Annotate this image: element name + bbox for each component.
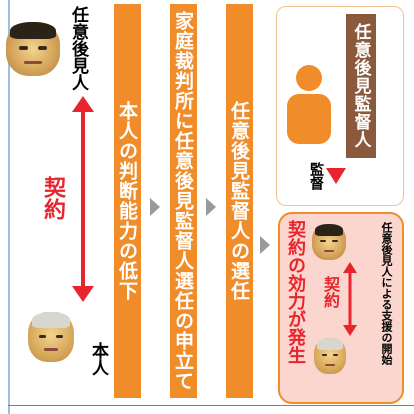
- step-bar-1: 本人の判断能力の低下: [114, 4, 141, 398]
- outcome-support-label: 任意後見人による支援の開始: [380, 222, 393, 365]
- outcome-title: 契約の効力が発生: [285, 220, 306, 364]
- supervisor-label-box: 任意後見監督人: [346, 14, 376, 158]
- outcome-contract-arrow: [343, 262, 357, 336]
- contract-label: 契約: [40, 176, 65, 220]
- outcome-guardian-face-icon: [312, 224, 346, 260]
- frame-left-line: [8, 0, 10, 414]
- step-bar-1-text: 本人の判断能力の低下: [116, 101, 138, 301]
- supervisor-label: 任意後見監督人: [350, 23, 371, 149]
- contract-double-arrow: [72, 96, 94, 302]
- step-arrow-3: [260, 236, 270, 254]
- step-arrow-2: [206, 198, 216, 216]
- step-bar-3: 任意後見監督人の選任: [226, 4, 253, 398]
- supervise-label: 監督: [308, 162, 324, 190]
- guardian-face-icon: [6, 22, 60, 76]
- supervise-arrow: [326, 168, 346, 184]
- step-bar-3-text: 任意後見監督人の選任: [228, 101, 250, 301]
- supervisor-box: [276, 6, 404, 206]
- principal-face-icon: [28, 312, 74, 362]
- step-bar-2: 家庭裁判所に任意後見監督人選任の申立て: [170, 4, 197, 398]
- frame-bottom-line: [8, 405, 414, 406]
- guardian-label: 任意後見人: [68, 6, 88, 91]
- principal-label: 本人: [88, 342, 108, 376]
- outcome-contract-label: 契約: [321, 276, 340, 308]
- step-arrow-1: [150, 198, 160, 216]
- step-bar-2-text: 家庭裁判所に任意後見監督人選任の申立て: [172, 11, 194, 391]
- supervisor-person-icon: [287, 65, 331, 144]
- outcome-principal-face-icon: [314, 338, 346, 374]
